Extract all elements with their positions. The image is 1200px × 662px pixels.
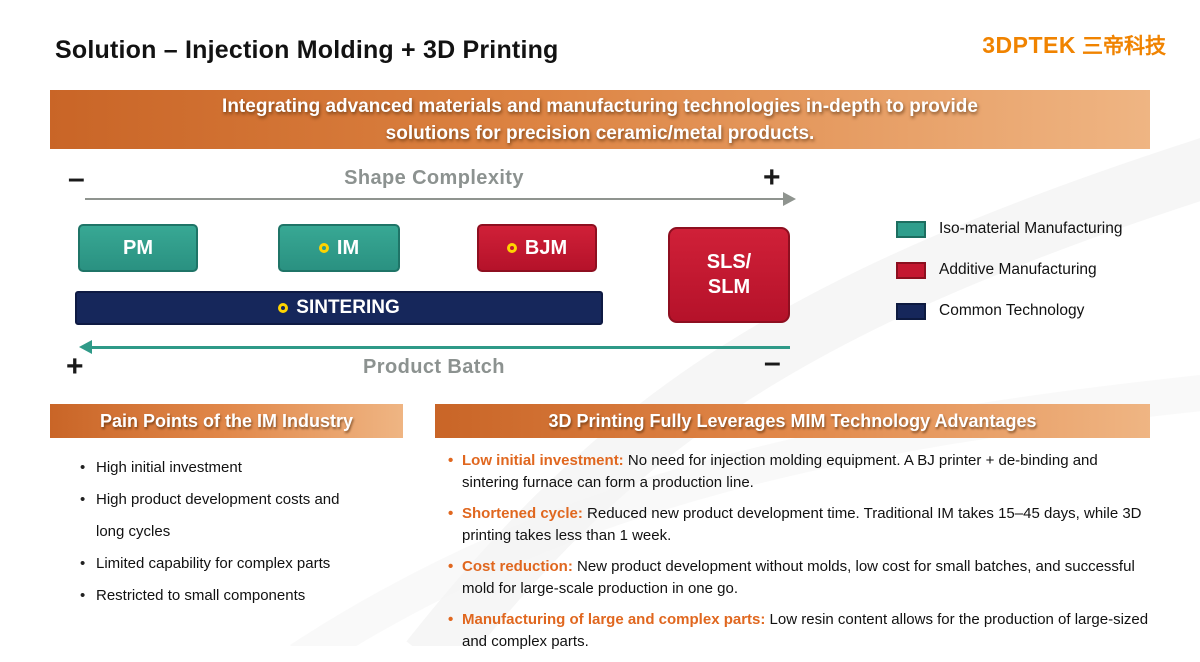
page-title: Solution – Injection Molding + 3D Printi… — [55, 36, 559, 64]
shape-complexity-axis-line — [85, 198, 783, 200]
advantage-text: New product development without molds, l… — [462, 558, 1135, 597]
bjm-label: BJM — [524, 236, 568, 259]
pain-point-item: Limited capability for complex parts — [78, 548, 351, 580]
legend-label: Iso-material Manufacturing — [939, 220, 1123, 237]
sls-label-line1: SLS/ — [706, 251, 752, 273]
pm-label: PM — [123, 236, 153, 259]
advantage-text: Reduced new product development time. Tr… — [462, 505, 1142, 544]
logo-text-cjk: 三帝科技 — [1082, 35, 1166, 58]
pain-point-item: Restricted to small components — [78, 580, 351, 612]
advantage-text: No need for injection molding equipment.… — [462, 452, 1098, 491]
sintering-label: SINTERING — [296, 297, 400, 318]
red-swatch-icon — [896, 261, 926, 279]
headline-banner: Integrating advanced materials and manuf… — [50, 90, 1150, 149]
legend: Iso-material Manufacturing Additive Manu… — [896, 220, 1123, 343]
legend-item-iso-material: Iso-material Manufacturing — [896, 220, 1123, 238]
logo-text-latin: 3DPTEK — [982, 32, 1076, 58]
advantage-item: Low initial investment: No need for inje… — [448, 450, 1150, 494]
sls-label-line2: SLM — [707, 276, 751, 298]
pain-point-item: High product development costs and long … — [78, 484, 351, 548]
banner-line-2: solutions for precision ceramic/metal pr… — [385, 122, 815, 144]
yellow-ring-icon — [506, 243, 517, 253]
bjm-box: BJM — [477, 224, 597, 272]
im-label: IM — [336, 236, 360, 259]
product-batch-axis-label: Product Batch — [363, 356, 505, 378]
yellow-ring-icon — [318, 243, 329, 253]
pain-points-list: High initial investment High product dev… — [78, 452, 351, 612]
advantage-lead: Cost reduction: — [462, 558, 573, 575]
product-batch-minus-sign: – — [764, 346, 781, 379]
advantage-item: Shortened cycle: Reduced new product dev… — [448, 503, 1150, 547]
legend-label: Common Technology — [939, 302, 1085, 319]
legend-item-common: Common Technology — [896, 302, 1123, 320]
pain-points-header: Pain Points of the IM Industry — [50, 404, 403, 438]
teal-swatch-icon — [896, 220, 926, 238]
banner-line-1: Integrating advanced materials and manuf… — [222, 95, 978, 117]
legend-item-additive: Additive Manufacturing — [896, 261, 1123, 279]
right-arrowhead-icon — [783, 192, 796, 206]
advantages-list: Low initial investment: No need for inje… — [448, 450, 1150, 662]
sls-slm-box: SLS/ SLM — [668, 227, 790, 323]
pain-point-item: High initial investment — [78, 452, 351, 484]
advantage-lead: Manufacturing of large and complex parts… — [462, 611, 766, 628]
company-logo: 3DPTEK 三帝科技 — [982, 30, 1166, 60]
product-batch-axis-line — [92, 346, 790, 349]
shape-complexity-minus-sign: – — [68, 162, 85, 195]
yellow-ring-icon — [278, 303, 289, 313]
product-batch-plus-sign: + — [66, 350, 84, 383]
legend-label: Additive Manufacturing — [939, 261, 1097, 278]
left-arrowhead-icon — [79, 340, 92, 354]
pm-box: PM — [78, 224, 198, 272]
shape-complexity-plus-sign: + — [763, 161, 781, 194]
shape-complexity-axis-label: Shape Complexity — [344, 167, 524, 189]
advantage-lead: Shortened cycle: — [462, 505, 583, 522]
advantage-item: Manufacturing of large and complex parts… — [448, 609, 1150, 653]
advantage-item: Cost reduction: New product development … — [448, 556, 1150, 600]
sintering-bar: SINTERING — [75, 291, 603, 325]
im-box: IM — [278, 224, 400, 272]
advantage-lead: Low initial investment: — [462, 452, 624, 469]
advantages-header: 3D Printing Fully Leverages MIM Technolo… — [435, 404, 1150, 438]
navy-swatch-icon — [896, 302, 926, 320]
